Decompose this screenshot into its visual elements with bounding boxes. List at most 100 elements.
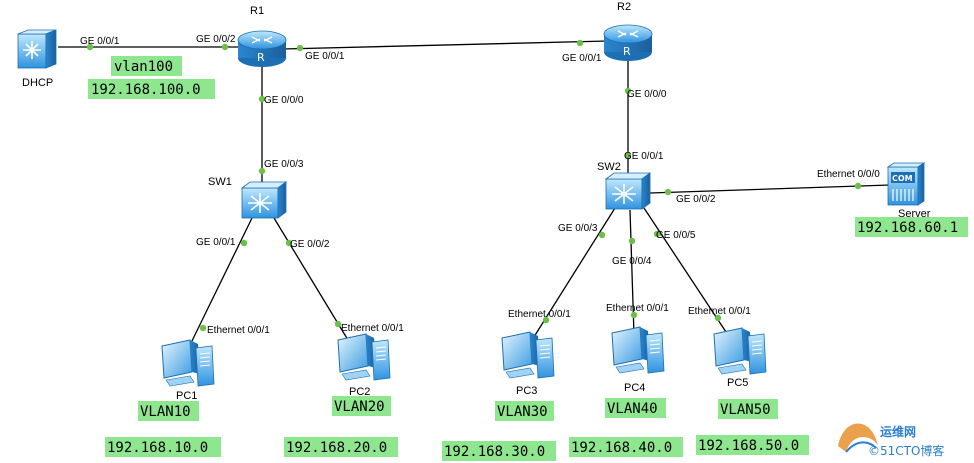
port-label-server-eth000: Ethernet 0/0/0 <box>817 169 880 180</box>
tag-server-ip: 192.168.60.1 <box>857 220 958 236</box>
port-dot-pc4-eth001 <box>630 311 638 319</box>
port-label-pc2-eth001: Ethernet 0/0/1 <box>341 323 404 334</box>
port-dot-sw2-ge002 <box>664 188 672 196</box>
watermark-line2: ©51CTO博客 <box>868 443 944 458</box>
router-r1-icon[interactable]: R <box>237 30 287 67</box>
port-dot-sw2-ge003 <box>598 231 606 239</box>
link-sw1-pc1 <box>189 217 253 346</box>
port-label-sw1-ge003: GE 0/0/3 <box>264 159 304 170</box>
watermark-line1: 运维网 <box>880 424 916 439</box>
port-label-r2-ge000: GE 0/0/0 <box>627 89 667 100</box>
tag-bg-net30 <box>442 441 556 461</box>
tag-net10: 192.168.10.0 <box>107 440 208 456</box>
port-dot-sw2-ge005 <box>653 230 661 238</box>
port-dot-r2-ge001 <box>576 39 584 47</box>
port-dot-pc3-eth001 <box>542 316 550 324</box>
tag-vlan40: VLAN40 <box>607 401 658 417</box>
link-r1-r2 <box>282 40 609 50</box>
tag-vlan20: VLAN20 <box>334 399 385 415</box>
server-icon[interactable]: COM <box>886 162 926 206</box>
port-label-sw2-ge005: GE 0/0/5 <box>656 230 696 241</box>
pc4-icon[interactable] <box>611 326 665 374</box>
port-label-sw1-ge001: GE 0/0/1 <box>196 237 236 248</box>
port-dot-pc1-eth001 <box>199 324 207 332</box>
port-dot-server-eth000 <box>854 182 862 190</box>
tag-bg-server-ip <box>855 217 968 237</box>
tag-bg-vlan100 <box>111 56 182 76</box>
port-dot-sw2-ge004 <box>628 237 636 245</box>
tag-bg-vlan40 <box>605 398 666 418</box>
port-label-sw2-ge002: GE 0/0/2 <box>676 194 716 205</box>
pc2-icon[interactable] <box>337 333 391 381</box>
port-label-pc4-eth001: Ethernet 0/0/1 <box>606 303 669 314</box>
tag-bg-net10 <box>105 437 221 457</box>
port-label-pc1-eth001: Ethernet 0/0/1 <box>207 325 270 336</box>
device-label-pc2: PC2 <box>349 386 370 398</box>
tag-bg-net40 <box>569 437 683 457</box>
tag-bg-net50 <box>696 435 809 455</box>
tag-bg-vlan20 <box>332 396 391 416</box>
port-label-pc3-eth001: Ethernet 0/0/1 <box>508 309 571 320</box>
tag-net20: 192.168.20.0 <box>286 440 387 456</box>
dhcp-server-icon[interactable] <box>17 29 57 69</box>
port-dot-r1-ge001 <box>296 44 304 52</box>
port-label-pc5-eth001: Ethernet 0/0/1 <box>688 306 751 317</box>
tag-net50: 192.168.50.0 <box>698 438 799 454</box>
watermark-logo-icon <box>838 423 878 452</box>
port-dot-sw1-ge002 <box>285 239 293 247</box>
port-dot-sw1-ge003 <box>258 167 266 175</box>
tag-bg-vlan50 <box>718 399 778 419</box>
port-labels: GE 0/0/1 GE 0/0/2 GE 0/0/1 GE 0/0/1 GE 0… <box>80 34 880 336</box>
watermark: 运维网 ©51CTO博客 <box>838 423 944 458</box>
port-label-sw2-ge004: GE 0/0/4 <box>612 256 652 267</box>
link-sw2-server <box>649 184 891 194</box>
device-label-r2: R2 <box>617 1 631 13</box>
router-r2-icon[interactable]: R <box>603 24 653 61</box>
device-label-pc4: PC4 <box>624 382 645 394</box>
network-tags: vlan100 192.168.100.0 192.168.60.1 VLAN1… <box>88 56 968 461</box>
switch-sw2-icon[interactable] <box>604 172 652 210</box>
links <box>58 40 891 346</box>
port-label-r1-ge002: GE 0/0/2 <box>196 34 236 45</box>
port-label-r1-ge000: GE 0/0/0 <box>264 95 304 106</box>
tag-bg-vlan10 <box>138 401 199 421</box>
switch-sw1-icon[interactable] <box>240 181 288 219</box>
port-dot-pc2-eth001 <box>334 320 342 328</box>
tag-bg-net20 <box>284 437 398 457</box>
port-dot-sw2-ge001 <box>624 151 632 159</box>
svg-text:R: R <box>257 51 265 64</box>
port-dots <box>86 39 862 332</box>
port-dot-r1-ge002 <box>221 43 229 51</box>
tag-vlan50: VLAN50 <box>720 402 771 418</box>
tag-vlan100: vlan100 <box>114 59 173 75</box>
port-label-dhcp-ge001: GE 0/0/1 <box>80 36 120 47</box>
port-label-sw2-ge001: GE 0/0/1 <box>624 151 664 162</box>
port-dot-pc5-eth001 <box>714 314 722 322</box>
svg-text:COM: COM <box>892 174 913 183</box>
link-sw2-pc5 <box>643 207 729 336</box>
port-label-sw2-ge003: GE 0/0/3 <box>558 223 598 234</box>
tag-net40: 192.168.40.0 <box>571 440 672 456</box>
tag-bg-net100 <box>88 79 215 99</box>
pc3-icon[interactable] <box>501 331 555 379</box>
pc1-icon[interactable] <box>161 339 215 387</box>
device-label-pc5: PC5 <box>727 377 748 389</box>
port-label-sw1-ge002: GE 0/0/2 <box>290 239 330 250</box>
device-label-sw1: SW1 <box>208 176 232 188</box>
port-dot-dhcp-ge001 <box>86 43 94 51</box>
watermark-swoosh-icon <box>845 441 877 453</box>
port-label-r2-ge001: GE 0/0/1 <box>562 53 602 64</box>
device-label-dhcp: DHCP <box>22 77 53 89</box>
device-label-pc3: PC3 <box>516 385 537 397</box>
port-dot-r2-ge000 <box>624 87 632 95</box>
port-dot-sw1-ge001 <box>240 239 248 247</box>
tag-net30: 192.168.30.0 <box>444 444 545 460</box>
device-label-pc1: PC1 <box>176 390 197 402</box>
pc5-icon[interactable] <box>713 327 767 375</box>
tag-vlan30: VLAN30 <box>497 404 548 420</box>
tag-bg-vlan30 <box>495 401 554 421</box>
link-sw1-pc2 <box>273 217 349 341</box>
svg-text:R: R <box>623 45 631 58</box>
